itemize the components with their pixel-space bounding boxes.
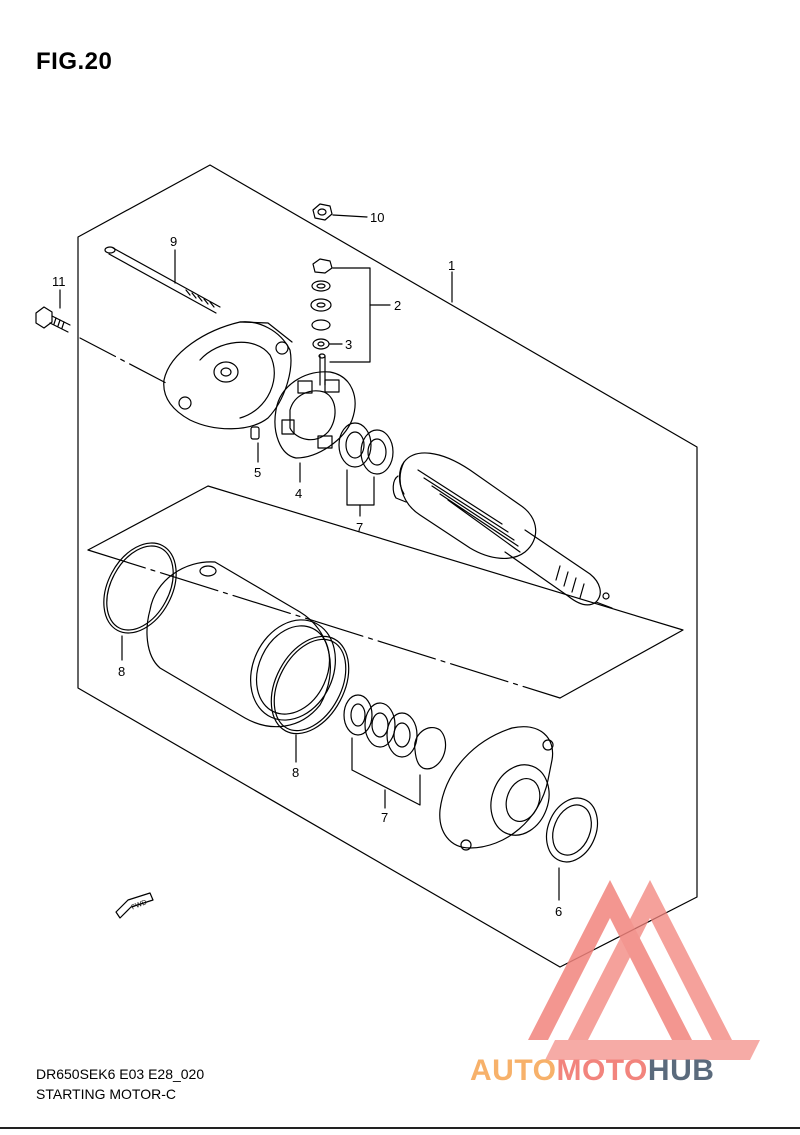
o-ring-8-right (270, 635, 350, 763)
callout-8-right: 8 (292, 765, 299, 780)
washers-7-lower (343, 694, 447, 809)
seal-6 (545, 797, 599, 901)
brush-holder-4 (274, 371, 356, 483)
rear-cover-housing (163, 321, 293, 430)
washer-stack-2 (310, 258, 391, 363)
bolt-11 (35, 289, 169, 385)
callout-1: 1 (448, 258, 455, 273)
nut-10 (312, 203, 368, 221)
callout-6: 6 (555, 904, 562, 919)
bottom-border (0, 1127, 800, 1129)
watermark-part-auto: AUTO (470, 1054, 557, 1087)
callout-7-upper: 7 (356, 520, 363, 535)
long-bolt-9 (104, 246, 221, 314)
fwd-arrow-icon (115, 892, 154, 919)
yoke-housing (146, 561, 336, 728)
assembly-outline (77, 164, 698, 968)
watermark-text: AUTOMOTOHUB (470, 1054, 714, 1088)
terminal-bolt (318, 353, 326, 386)
washers-7-upper (338, 422, 394, 517)
assembly-inner-plane (87, 485, 684, 699)
callout-10: 10 (370, 210, 384, 225)
figure-code: DR650SEK6 E03 E28_020 (36, 1066, 205, 1082)
callout-5: 5 (254, 465, 261, 480)
watermark-part-moto: MOTO (556, 1054, 648, 1087)
callout-3: 3 (345, 337, 352, 352)
front-cover (439, 726, 554, 851)
watermark-part-hub: HUB (647, 1054, 715, 1087)
callout-4: 4 (295, 486, 302, 501)
callout-11: 11 (52, 274, 66, 289)
callout-7-lower: 7 (381, 810, 388, 825)
armature (392, 452, 613, 609)
figure-title: FIG.20 (36, 48, 113, 75)
fwd-label: FWD (131, 899, 148, 911)
o-ring-8-left (103, 542, 177, 661)
figure-name: STARTING MOTOR-C (36, 1086, 176, 1102)
callout-2: 2 (394, 298, 401, 313)
clip-5 (250, 426, 260, 463)
watermark-logo-mark (528, 880, 760, 1060)
callout-9: 9 (170, 234, 177, 249)
callout-8-left: 8 (118, 664, 125, 679)
